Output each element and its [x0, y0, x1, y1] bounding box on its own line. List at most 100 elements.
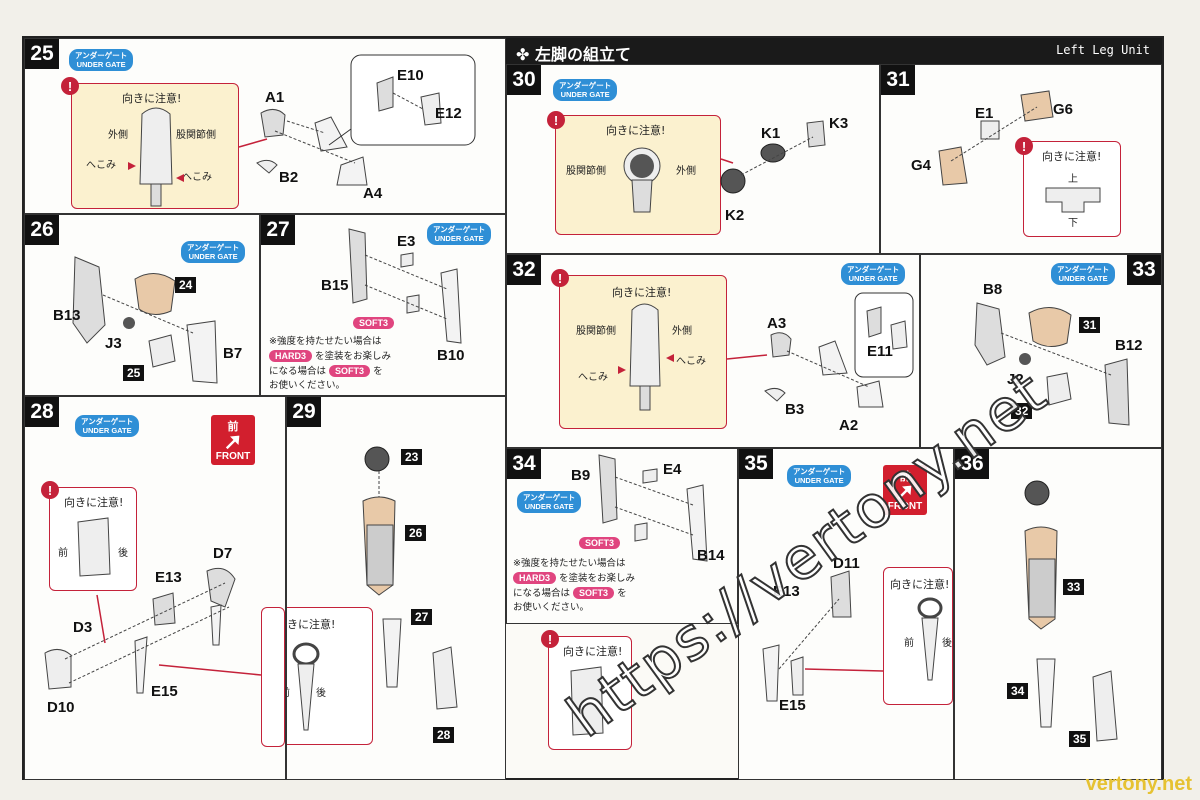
section-title-en: Left Leg Unit — [1056, 43, 1150, 57]
caution-callout-35-orientation: 向きに注意! — [548, 636, 632, 750]
step-ref-24: 24 — [175, 277, 197, 293]
assembly-diagram — [348, 228, 462, 344]
step-number: 36 — [955, 449, 989, 479]
outer-label: 外側 — [108, 130, 128, 141]
caution-callout — [261, 607, 285, 747]
dent-left-label: へこみ — [86, 160, 116, 171]
step-ref-35: 35 — [1069, 731, 1091, 747]
part-e1: E1 — [975, 105, 994, 122]
assembly-diagram — [598, 454, 708, 562]
caution-title: 向きに注意! — [563, 645, 623, 658]
part-d7: D7 — [213, 545, 233, 562]
assembly-diagram — [44, 567, 262, 694]
outer-label: 外側 — [676, 166, 696, 177]
caution-callout: 向きに注意! 上 下 — [1023, 141, 1121, 237]
section-title-jp: ✤ 左脚の組立て — [516, 45, 631, 64]
caution-callout: 向きに注意! 股関節側 外側 — [555, 115, 721, 235]
step-number: 32 — [507, 255, 541, 285]
bottom-label: 下 — [1068, 218, 1078, 229]
outer-label: 外側 — [672, 326, 692, 337]
part-k2: K2 — [725, 207, 745, 224]
front-label: 前 — [904, 638, 914, 649]
step-number: 28 — [25, 397, 59, 427]
part-e10: E10 — [397, 67, 424, 84]
part-d3: D3 — [73, 619, 93, 636]
part-b12: B12 — [1115, 337, 1143, 354]
step-number: 31 — [881, 65, 915, 95]
assembly-diagram — [72, 256, 218, 384]
hip-label: 股関節側 — [576, 326, 616, 337]
caution-title: 向きに注意! — [1042, 150, 1102, 163]
assembly-diagram — [938, 90, 1054, 186]
part-d10: D10 — [47, 699, 75, 716]
back-label: 後 — [118, 548, 128, 559]
part-k3: K3 — [829, 115, 849, 132]
caution-icon: ! — [41, 481, 59, 499]
step-29-panel: 29 向きに注意! 前 後 ! 23 26 27 28 — [286, 396, 506, 780]
watermark-small: vertony.net — [1085, 773, 1192, 795]
step-36-panel: 36 33 34 35 — [954, 448, 1162, 780]
step-ref-26: 26 — [405, 525, 427, 541]
caution-title: 向きに注意! — [122, 92, 182, 105]
part-e3: E3 — [397, 233, 416, 250]
caution-callout: 向きに注意! 前 後 — [287, 607, 373, 745]
assembly-diagram — [762, 570, 884, 702]
front-label: 前 — [287, 684, 290, 699]
part-a1: A1 — [265, 89, 285, 106]
soft-plastic-label: SOFT3 — [579, 537, 621, 549]
caution-icon: ! — [1015, 137, 1033, 155]
step-number: 26 — [25, 215, 59, 245]
dent-left-label: へこみ — [578, 372, 608, 383]
part-a4: A4 — [363, 185, 383, 202]
caution-icon: ! — [551, 269, 569, 287]
step-number: 27 — [261, 215, 295, 245]
part-e15: E15 — [779, 697, 806, 714]
caution-callout: 向きに注意! 股関節側 外側 へこみ へこみ — [559, 275, 727, 429]
part-g6: G6 — [1053, 101, 1074, 118]
caution-title: 向きに注意! — [890, 578, 950, 591]
step-number: 29 — [287, 397, 321, 427]
assembly-diagram — [238, 54, 476, 186]
step-ref-33: 33 — [1063, 579, 1085, 595]
part-j2: J2 — [1007, 371, 1024, 388]
caution-callout: 向きに注意! 前 後 — [49, 487, 137, 591]
caution-callout: 向きに注意! 前 後 — [883, 567, 953, 705]
step-ref-32: 32 — [1011, 403, 1033, 419]
part-d11: D11 — [833, 555, 860, 572]
caution-icon: ! — [547, 111, 565, 129]
hip-label: 股関節側 — [566, 166, 606, 177]
caution-title: 向きに注意! — [606, 124, 666, 137]
step-number: 30 — [507, 65, 541, 95]
part-b2: B2 — [279, 169, 299, 186]
part-illustration — [128, 107, 184, 207]
dent-right-label: へこみ — [676, 356, 706, 367]
part-b3: B3 — [785, 401, 805, 418]
strength-note: ※強度を持たせたい場合は HARD3 を塗装をお楽しみ になる場合は SOFT3… — [513, 558, 636, 613]
part-j3: J3 — [105, 335, 122, 352]
part-a2: A2 — [839, 417, 859, 434]
part-b14: B14 — [697, 547, 725, 564]
assembly-diagram — [720, 120, 826, 194]
part-b9: B9 — [571, 467, 591, 484]
part-e4: E4 — [663, 461, 682, 478]
step-number: 33 — [1127, 255, 1161, 285]
part-k1: K1 — [761, 125, 781, 142]
